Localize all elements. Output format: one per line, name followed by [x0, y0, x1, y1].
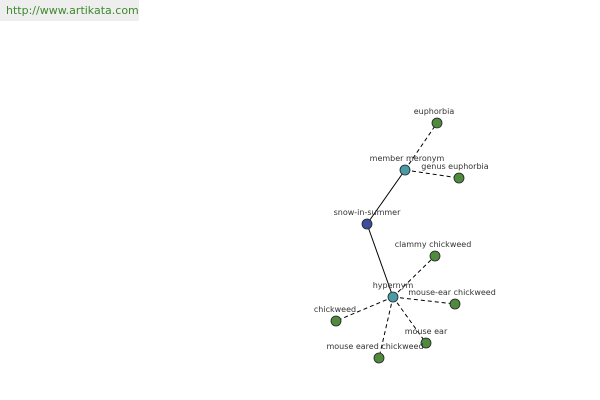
- node-label-chickweed[interactable]: chickweed: [314, 305, 356, 314]
- graph-nodes: [330, 117, 465, 364]
- edge-hypernym-to-clammy-chickweed: [392, 255, 436, 298]
- edge-hypernym-to-chickweed: [335, 296, 394, 322]
- node-label-euphorbia[interactable]: euphorbia: [414, 107, 455, 116]
- source-url-text[interactable]: http://www.artikata.com: [0, 0, 139, 21]
- node-label-snow-in-summer[interactable]: snow-in-summer: [334, 208, 401, 217]
- node-hypernym[interactable]: [387, 291, 399, 303]
- node-mouse-eared-chickweed[interactable]: [373, 352, 385, 364]
- node-label-genus-euphorbia[interactable]: genus euphorbia: [421, 162, 488, 171]
- node-member-meronym[interactable]: [399, 164, 411, 176]
- node-label-clammy-chickweed[interactable]: clammy chickweed: [395, 240, 472, 249]
- node-snow-in-summer[interactable]: [361, 218, 373, 230]
- node-label-hypernym[interactable]: hypernym: [373, 281, 414, 290]
- node-mouse-ear-chickweed[interactable]: [449, 298, 461, 310]
- node-chickweed[interactable]: [330, 315, 342, 327]
- node-label-mouse-eared-chickweed[interactable]: mouse eared chickweed: [326, 342, 423, 351]
- node-clammy-chickweed[interactable]: [429, 250, 441, 262]
- edge-snow-in-summer-to-member-meronym: [366, 169, 406, 225]
- edge-snow-in-summer-to-hypernym: [366, 223, 394, 298]
- node-genus-euphorbia[interactable]: [453, 172, 465, 184]
- edge-member-meronym-to-euphorbia: [404, 122, 438, 171]
- node-mouse-ear[interactable]: [420, 337, 432, 349]
- edge-hypernym-to-mouse-ear: [392, 296, 427, 344]
- node-label-mouse-ear-chickweed[interactable]: mouse-ear chickweed: [408, 288, 496, 297]
- node-label-mouse-ear[interactable]: mouse ear: [405, 327, 448, 336]
- edge-hypernym-to-mouse-eared-chickweed: [378, 296, 394, 359]
- edge-hypernym-to-mouse-ear-chickweed: [392, 296, 456, 305]
- node-euphorbia[interactable]: [431, 117, 443, 129]
- graph-edges: [335, 122, 460, 359]
- graph-labels: snow-in-summer member meronym hypernym euph…: [314, 107, 496, 351]
- edge-member-meronym-to-genus-euphorbia: [404, 169, 460, 179]
- node-label-member-meronym[interactable]: member meronym: [370, 154, 445, 163]
